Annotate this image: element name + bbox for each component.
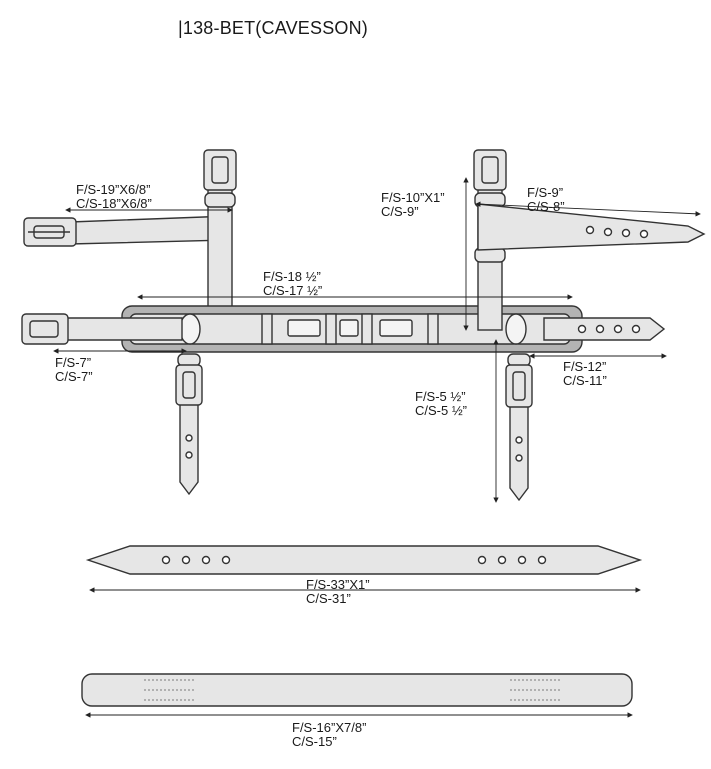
drop-strap-right [505,353,533,502]
label-strap-left-small: F/S-7”C/S-7” [55,355,93,384]
noseband-strap-left [21,313,183,345]
label-flat-strap: F/S-16”X7/8”C/S-15” [292,720,367,749]
dimension-line [475,201,701,217]
long-strap [85,545,643,575]
label-noseband: F/S-18 ½”C/S-17 ½” [263,269,323,298]
noseband-strap-right [543,317,666,341]
product-title: |138-BET(CAVESSON) [178,18,368,38]
crown-strap-left [203,149,237,329]
flat-strap [81,673,633,707]
throat-strap-right [477,203,706,251]
label-strap-right-top: F/S-9”C/S-8” [527,185,565,214]
cheek-strap-left [23,215,231,247]
label-cheek-left: F/S-19”X6/8”C/S-18”X6/8” [76,182,152,211]
drop-strap-left [175,353,203,496]
label-drop-right: F/S-5 ½”C/S-5 ½” [415,389,468,418]
noseband [121,305,583,353]
label-long-strap: F/S-33”X1”C/S-31” [306,577,370,606]
label-crown-right: F/S-10”X1”C/S-9” [381,190,445,219]
label-strap-right-mid: F/S-12”C/S-11” [563,359,607,388]
